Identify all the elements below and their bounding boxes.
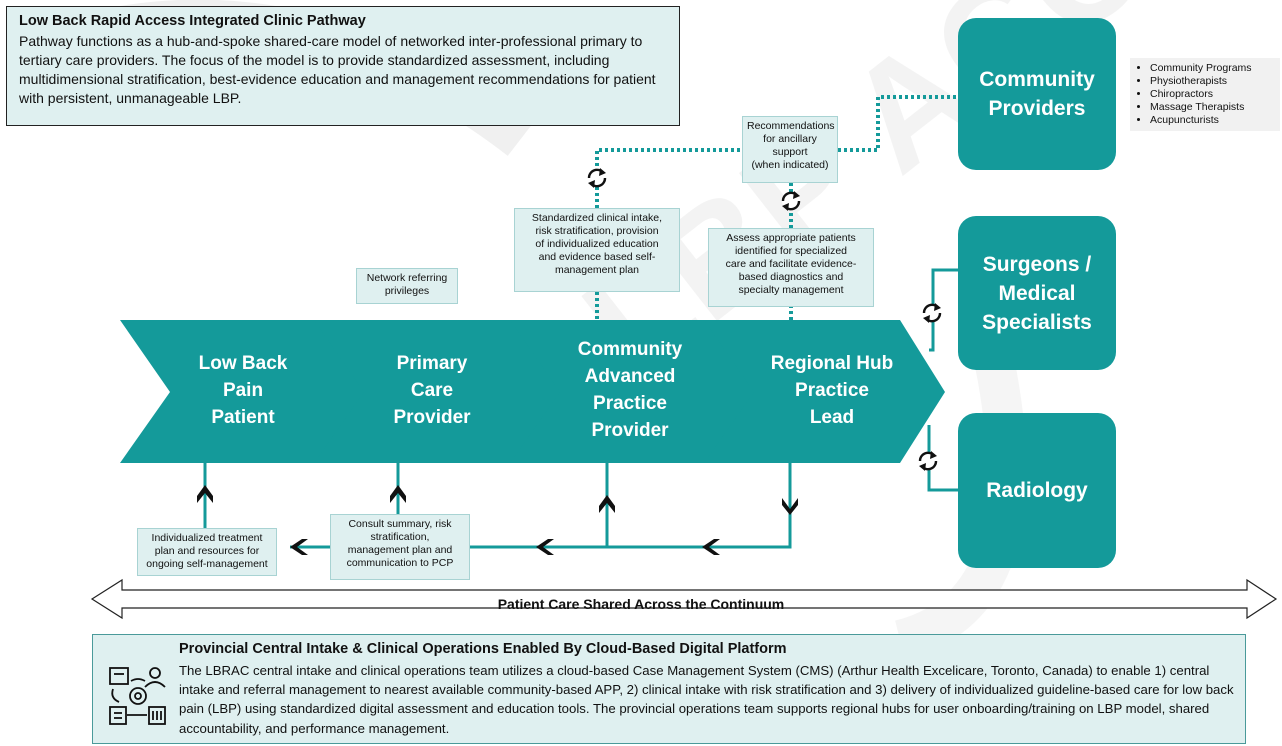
chevron-label-app: Community Advanced Practice Provider [577, 339, 683, 441]
chevron-hub [704, 320, 945, 463]
sync-icon [917, 449, 939, 473]
list-item: Acupuncturists [1150, 114, 1276, 127]
cloud-platform-icon [109, 667, 166, 725]
connector-return [470, 463, 792, 549]
dotted-connector-intake [595, 148, 742, 208]
surgeons-specialists-box: Surgeons / Medical Specialists [958, 216, 1116, 370]
chevron-pcp [314, 320, 564, 463]
chevron-left-icon [290, 539, 308, 555]
chevron-label-patient: Low Back Pain Patient [198, 353, 288, 428]
continuum-label: Patient Care Shared Across the Continuum [497, 596, 785, 612]
sync-icon [780, 189, 802, 213]
pathway-description: Pathway functions as a hub-and-spoke sha… [19, 33, 656, 106]
community-provider-list: Community Programs Physiotherapists Chir… [1130, 58, 1280, 131]
list-item: Physiotherapists [1150, 75, 1276, 88]
chevron-down-icon [782, 498, 798, 515]
sync-icon [586, 166, 608, 190]
pathway-title: Low Back Rapid Access Integrated Clinic … [19, 13, 366, 29]
chevron-label-pcp: Primary Care Provider [393, 353, 471, 428]
note-recommendations: Recommendations for ancillary support (w… [742, 116, 838, 183]
continuum-arrow [90, 578, 1278, 620]
note-clinical-intake: Standardized clinical intake, risk strat… [514, 208, 680, 292]
connector-radiology [927, 425, 958, 492]
radiology-box: Radiology [958, 413, 1116, 568]
platform-description-box: Provincial Central Intake & Clinical Ope… [92, 634, 1246, 744]
chevron-up-icon [599, 495, 615, 513]
list-item: Chiropractors [1150, 88, 1276, 101]
community-providers-box: Community Providers [958, 18, 1116, 170]
chevron-left-icon [702, 539, 720, 555]
chevron-label-hub: Regional Hub Practice Lead [770, 353, 894, 428]
list-item: Community Programs [1150, 62, 1276, 75]
pathway-description-box: Low Back Rapid Access Integrated Clinic … [6, 6, 680, 126]
note-consult-summary: Consult summary, risk stratification, ma… [330, 514, 470, 580]
platform-title: Provincial Central Intake & Clinical Ope… [179, 641, 787, 657]
chevron-left-icon [536, 539, 554, 555]
sync-icon [921, 301, 943, 325]
platform-description: The LBRAC central intake and clinical op… [179, 663, 1234, 736]
dotted-connector-recommendations [838, 95, 958, 152]
chevron-app [510, 320, 758, 463]
note-treatment-plan: Individualized treatment plan and resour… [137, 528, 277, 576]
chevron-up-icon [390, 485, 406, 503]
list-item: Massage Therapists [1150, 101, 1276, 114]
chevron-patient [120, 320, 370, 463]
chevron-up-icon [197, 485, 213, 503]
note-assess-patients: Assess appropriate patients identified f… [708, 228, 874, 307]
note-network-privileges: Network referring privileges [356, 268, 458, 304]
